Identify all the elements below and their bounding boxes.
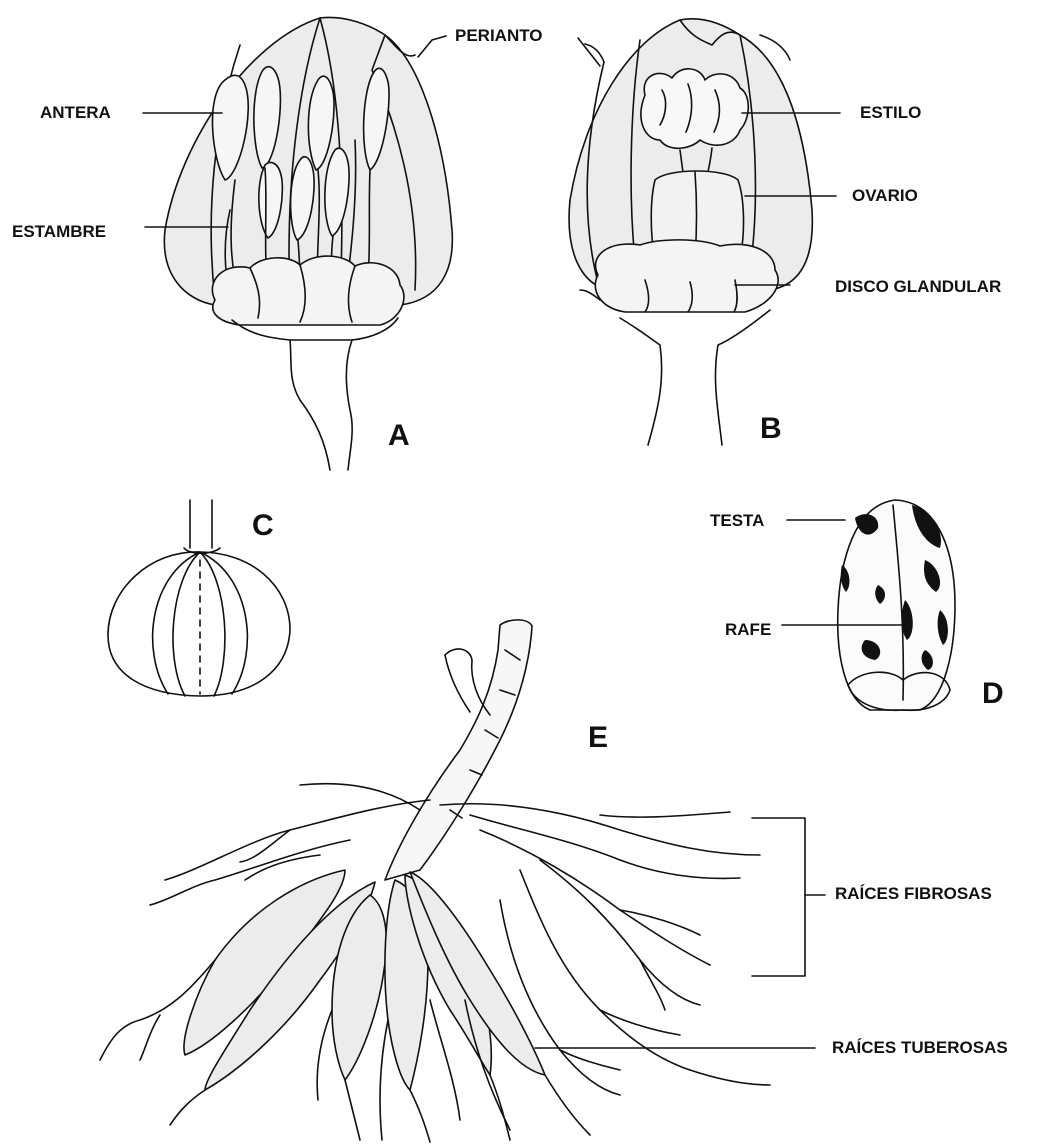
label-perianto: PERIANTO	[455, 26, 543, 46]
bracket-fibrosas	[752, 818, 805, 976]
label-disco-glandular: DISCO GLANDULAR	[835, 277, 1001, 297]
flower-a-drawing	[164, 17, 452, 470]
roots-e-drawing	[100, 620, 770, 1142]
seed-d-drawing	[838, 500, 955, 710]
flower-a-disc	[212, 256, 404, 325]
flower-b-drawing	[569, 19, 812, 445]
label-estilo: ESTILO	[860, 103, 921, 123]
label-raices-fibrosas: RAÍCES FIBROSAS	[835, 884, 992, 904]
label-rafe: RAFE	[725, 620, 771, 640]
label-estambre: ESTAMBRE	[12, 222, 106, 242]
letter-a: A	[388, 420, 410, 452]
label-ovario: OVARIO	[852, 186, 918, 206]
roots-e-stem	[385, 620, 532, 880]
leader-perianto-b	[578, 38, 600, 66]
letter-d: D	[982, 678, 1004, 710]
flower-b-disc	[595, 240, 778, 312]
letter-c: C	[252, 510, 274, 542]
letter-b: B	[760, 413, 782, 445]
roots-e-tubers	[184, 870, 545, 1090]
label-raices-tuberosas: RAÍCES TUBEROSAS	[832, 1038, 1008, 1058]
fruit-c-body	[108, 552, 290, 696]
flower-b-stigma	[641, 69, 748, 148]
label-testa: TESTA	[710, 511, 764, 531]
letter-e: E	[588, 722, 608, 754]
leader-perianto-a	[418, 36, 446, 57]
label-antera: ANTERA	[40, 103, 111, 123]
